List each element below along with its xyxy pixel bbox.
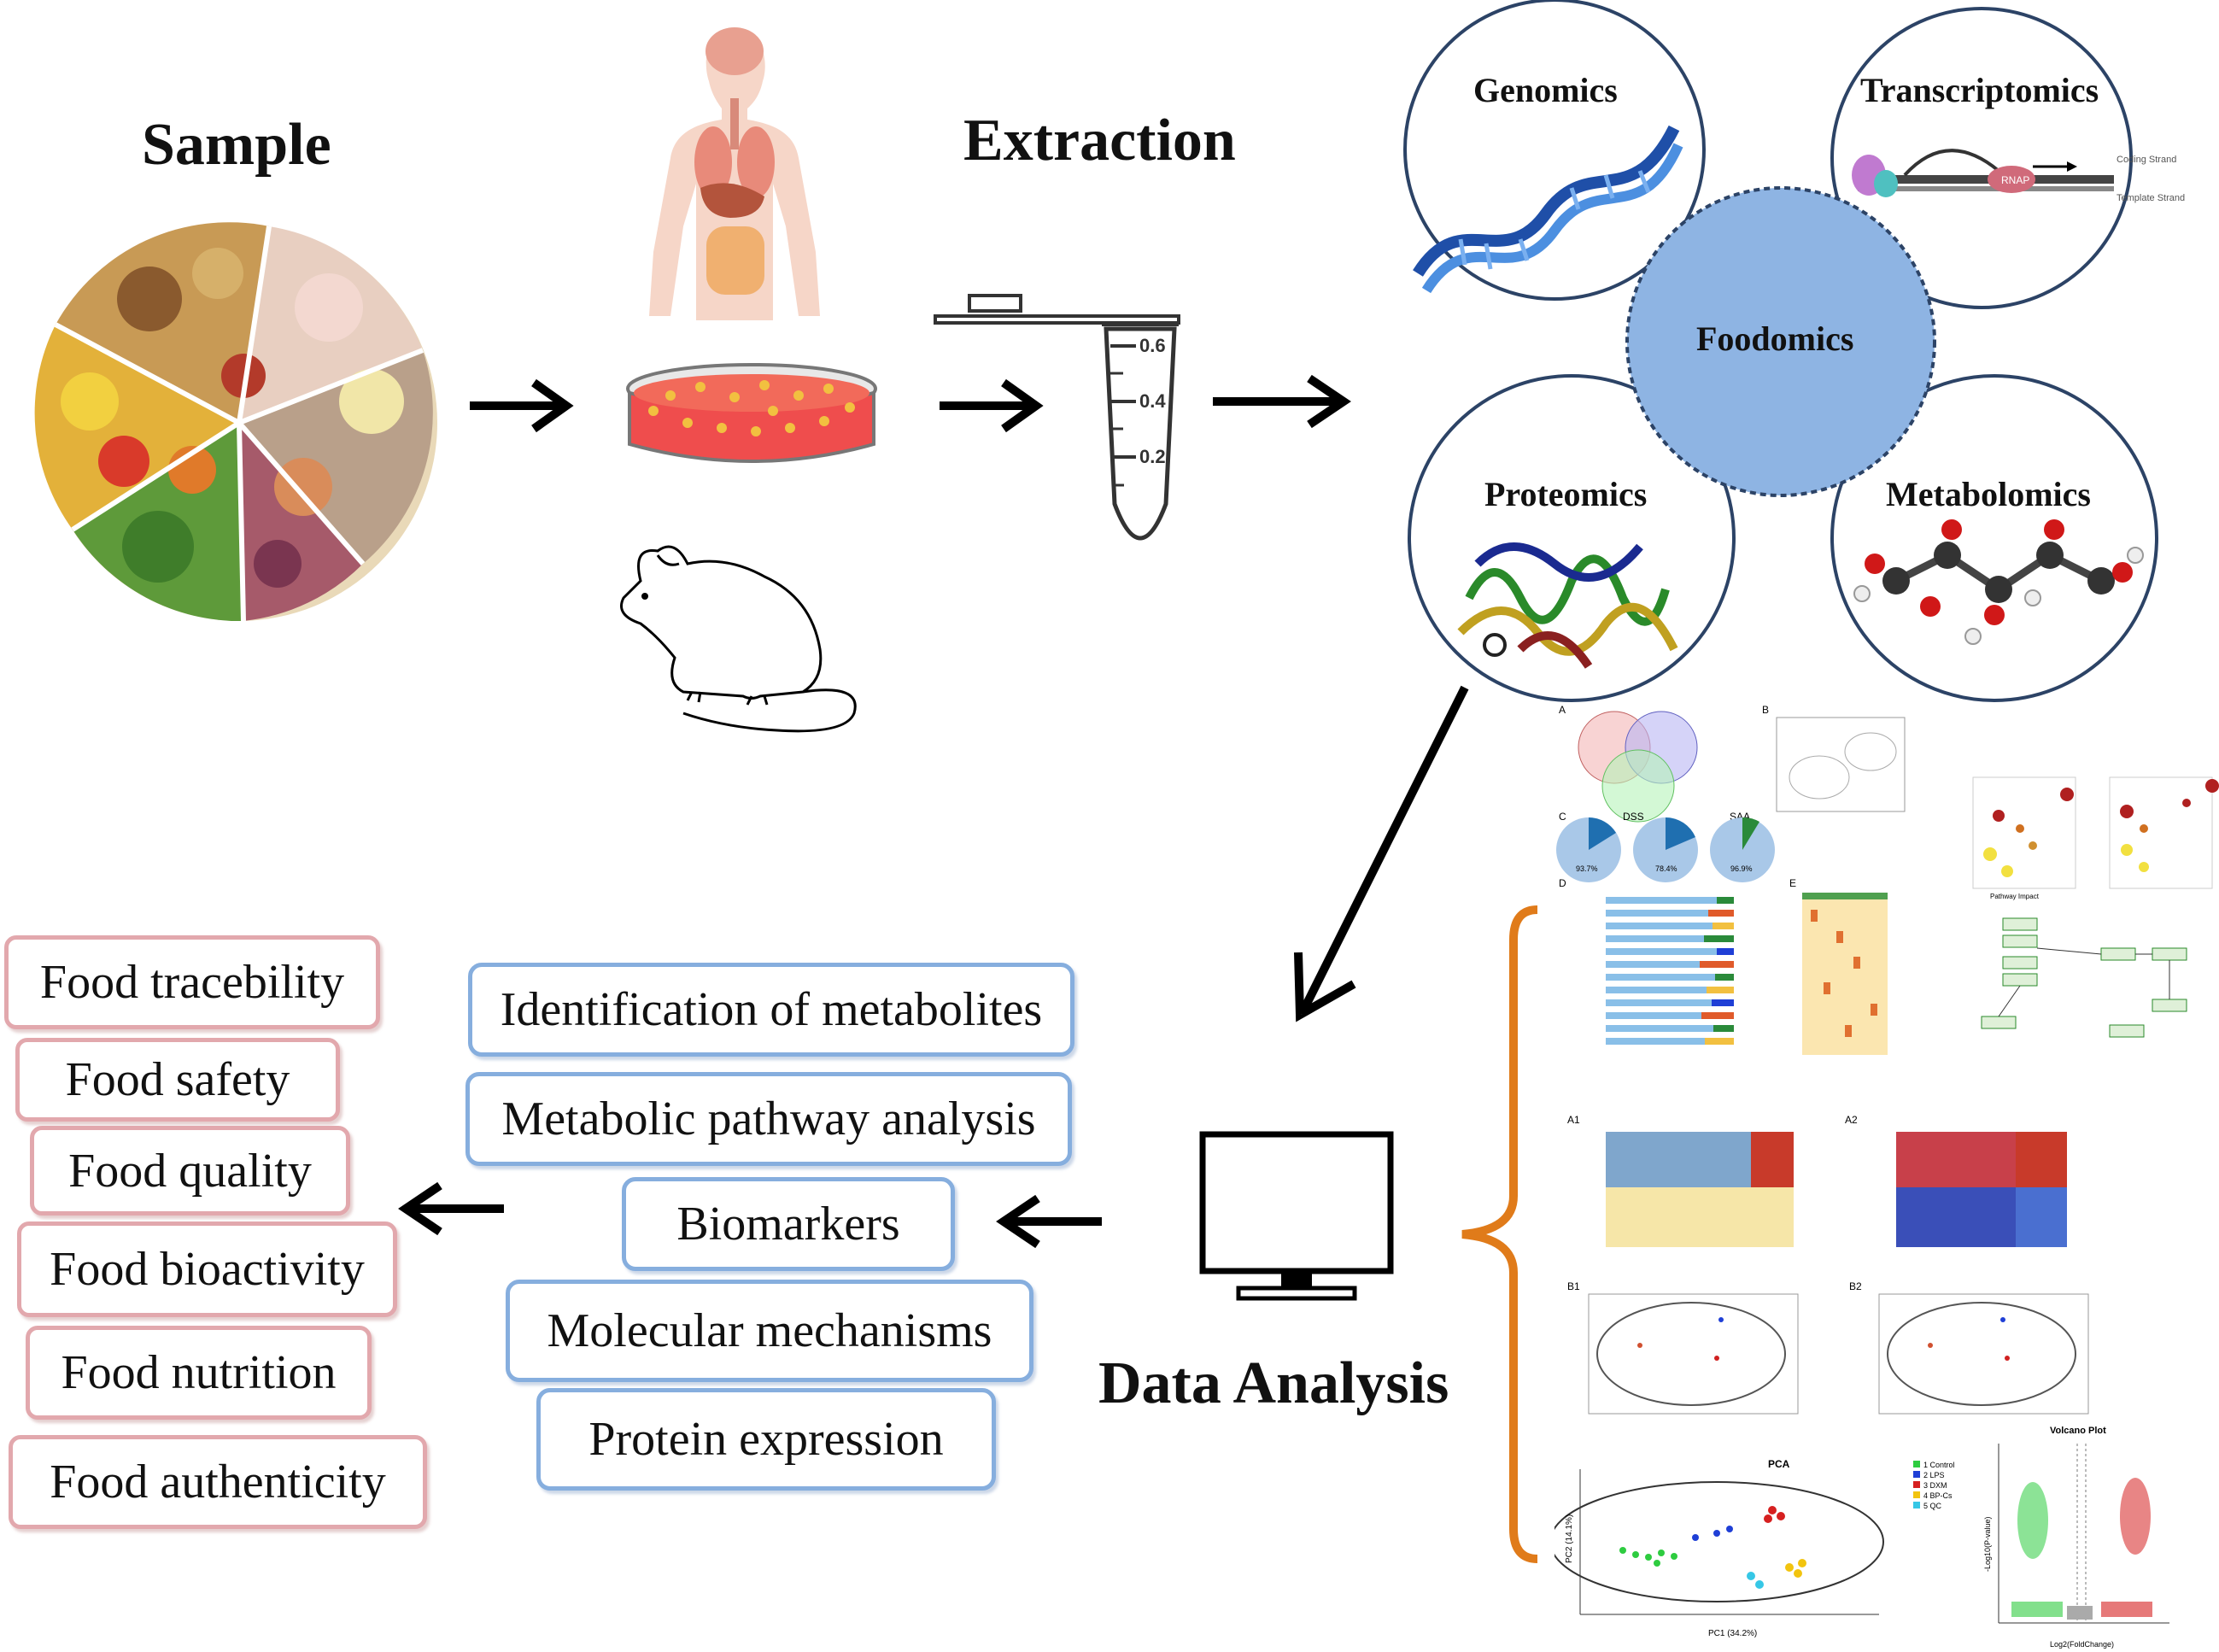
microcentrifuge-tube-icon: 0.6 0.4 0.2 <box>934 294 1180 541</box>
transcription-icon: RNAP Coding Strand Template Strand <box>1852 149 2185 203</box>
pca-xlabel: PC1 (34.2%) <box>1708 1629 1757 1638</box>
mouse-icon <box>620 545 857 733</box>
pathway-bubble-plot-a <box>1972 776 2076 889</box>
pie-chart-2 <box>1633 817 1698 882</box>
volcano-ylabel: -Log10(P-value) <box>1983 1516 1992 1572</box>
pathway-xlabel-a: Pathway Impact <box>1990 893 2040 900</box>
pie-value-1: 93.7% <box>1576 864 1598 873</box>
panel-letter-b1: B1 <box>1567 1280 1580 1292</box>
pathway-bubble-plot-b <box>2109 776 2219 889</box>
pca-legend-qc: 5 QC <box>1923 1502 1942 1510</box>
pie-chart-3 <box>1710 817 1775 882</box>
arrow-sample-to-models <box>470 378 574 433</box>
output-biomarkers: Biomarkers <box>622 1177 955 1271</box>
orange-brace <box>1461 905 1538 1563</box>
application-food-authenticity: Food authenticity <box>9 1435 427 1529</box>
panel-letter-b2: B2 <box>1849 1280 1862 1292</box>
panel-letter-e: E <box>1789 877 1796 889</box>
tube-mark-0.2: 0.2 <box>1139 446 1166 467</box>
output-metabolic-pathway-analysis: Metabolic pathway analysis <box>465 1072 1072 1166</box>
metabolomics-label: Metabolomics <box>1886 475 2091 513</box>
panel-letter-a-top: A <box>1559 704 1566 716</box>
foodomics-circle <box>1625 186 1936 497</box>
metabolomics-circle <box>1830 374 2158 702</box>
metabolic-pathway-network <box>1981 917 2187 1038</box>
dna-helix-icon <box>1413 125 1683 294</box>
panel-letter-d: D <box>1559 877 1566 889</box>
volcano-xlabel: Log2(FoldChange) <box>2050 1640 2114 1649</box>
application-food-tracebility: Food tracebility <box>4 935 380 1029</box>
volcano-plot <box>1998 1444 2169 1624</box>
extraction-heading: Extraction <box>963 108 1236 173</box>
pca-plot-b2 <box>1878 1293 2089 1415</box>
arrow-outputs-to-applications <box>398 1181 504 1236</box>
transcriptomics-label: Transcriptomics <box>1860 71 2099 109</box>
pie-value-3: 96.9% <box>1730 864 1753 873</box>
output-molecular-mechanisms: Molecular mechanisms <box>506 1280 1033 1382</box>
genomics-label: Genomics <box>1473 71 1618 109</box>
pca-title: PCA <box>1768 1458 1790 1470</box>
omics-diagram: RNAP Coding Strand Template Strand <box>1403 0 2185 702</box>
data-analysis-heading: Data Analysis <box>1098 1350 1449 1416</box>
food-plate-illustration <box>34 222 437 622</box>
computer-monitor-icon <box>1199 1131 1394 1301</box>
heatmap-a1 <box>1606 1132 1794 1247</box>
results-collage: A B C DSS SAA 93.7% 78.4% 96.9% Pathway … <box>1554 704 2219 1649</box>
application-food-nutrition: Food nutrition <box>26 1326 372 1420</box>
heatmap-panel-e <box>1802 893 1888 1055</box>
output-identification-of-metabolites: Identification of metabolites <box>468 963 1074 1057</box>
panel-letter-a1: A1 <box>1567 1114 1580 1126</box>
proteomics-label: Proteomics <box>1484 475 1648 513</box>
arrow-tube-to-omics <box>1213 374 1351 429</box>
pca-legend: 1 Control 2 LPS 3 DXM 4 BP-Cs 5 QC <box>1913 1461 1955 1510</box>
pca-ylabel: PC2 (14.1%) <box>1565 1514 1574 1563</box>
application-food-bioactivity: Food bioactivity <box>17 1221 397 1317</box>
arrow-omics-to-analysis <box>1294 685 1469 1022</box>
pca-plot-main <box>1554 1469 1884 1615</box>
heatmap-a2 <box>1896 1132 2067 1247</box>
pie-value-2: 78.4% <box>1655 864 1677 873</box>
application-food-safety: Food safety <box>15 1038 340 1122</box>
panel-letter-b-top: B <box>1762 704 1769 716</box>
pie-chart-1 <box>1556 817 1621 882</box>
rnap-label: RNAP <box>2001 174 2029 186</box>
application-food-quality: Food quality <box>30 1126 350 1216</box>
pca-legend-lps: 2 LPS <box>1923 1471 1945 1479</box>
venn-diagram <box>1578 711 1698 823</box>
arrow-analysis-to-outputs <box>996 1194 1102 1249</box>
panel-letter-c-top: C <box>1559 811 1566 823</box>
human-body-icon <box>649 27 820 320</box>
volcano-title: Volcano Plot <box>2050 1426 2106 1436</box>
stacked-bar-panel <box>1606 897 1734 1045</box>
sample-heading: Sample <box>142 112 331 178</box>
tube-mark-0.4: 0.4 <box>1139 390 1166 412</box>
petri-dish-icon <box>626 363 877 463</box>
scatter-panel-b <box>1776 717 1906 812</box>
molecule-icon <box>1853 519 2144 645</box>
tube-mark-0.6: 0.6 <box>1139 335 1166 356</box>
pie-title-dss: DSS <box>1623 811 1644 823</box>
pca-plot-b1 <box>1588 1293 1799 1415</box>
genomics-circle <box>1403 0 1706 301</box>
pca-legend-dxm: 3 DXM <box>1923 1481 1947 1490</box>
protein-structure-icon <box>1457 542 1678 669</box>
arrow-models-to-tube <box>940 378 1044 433</box>
output-protein-expression: Protein expression <box>536 1388 996 1491</box>
foodomics-label: Foodomics <box>1696 319 1854 358</box>
panel-letter-a2: A2 <box>1845 1114 1858 1126</box>
template-strand-label: Template Strand <box>2117 193 2185 203</box>
pca-legend-bpcs: 4 BP-Cs <box>1923 1491 1953 1500</box>
coding-strand-label: Coding Strand <box>2117 155 2176 165</box>
pca-legend-control: 1 Control <box>1923 1461 1955 1469</box>
